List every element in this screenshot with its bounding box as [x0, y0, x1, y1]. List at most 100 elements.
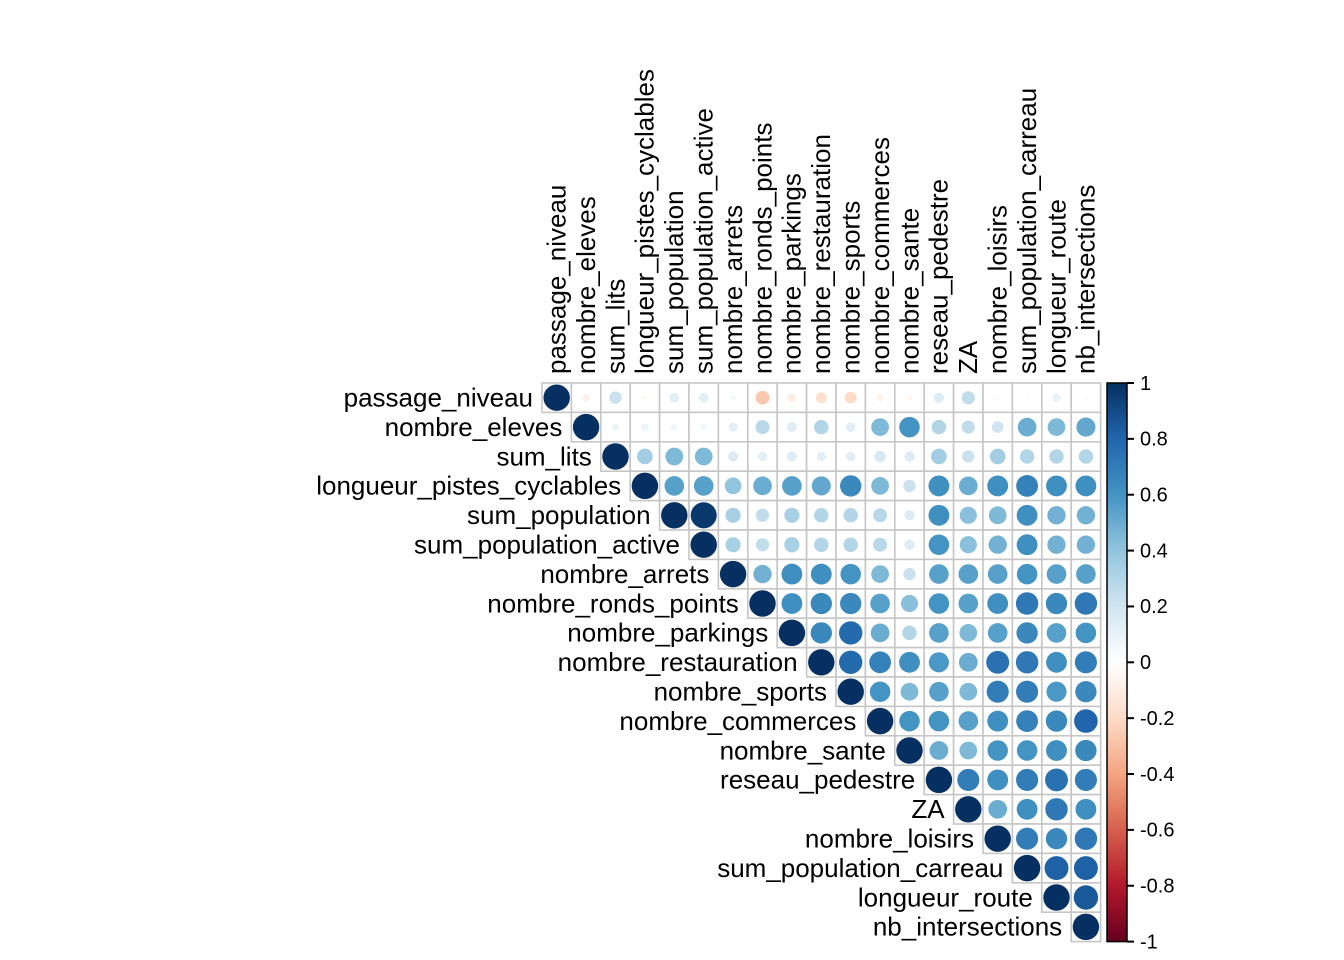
corr-dot-nombre_commerces-nb_intersections [1074, 709, 1098, 733]
corr-dot-sum_population-nombre_arrets [725, 507, 741, 523]
colorbar-tick-label: -0.6 [1140, 820, 1174, 842]
corr-dot-sum_lits-nombre_sports [845, 451, 856, 462]
corr-dot-nombre_loisirs-sum_population_carreau [1016, 827, 1039, 850]
corr-dot-nombre_arrets-nb_intersections [1076, 564, 1096, 584]
corr-dot-nombre_eleves-nombre_eleves [572, 413, 600, 441]
colorbar-tick-label: 0 [1140, 652, 1151, 674]
row-label-nombre_sports: nombre_sports [654, 677, 827, 707]
corr-dot-nombre_arrets-nombre_loisirs [987, 564, 1008, 584]
corr-dot-nombre_sante-nb_intersections [1075, 739, 1097, 762]
corr-dot-nombre_sante-nombre_sante [896, 737, 923, 764]
corr-dot-nombre_restauration-reseau_pedestre [928, 652, 949, 673]
corr-dot-nombre_sports-nombre_commerces [869, 681, 891, 702]
corr-dot-sum_lits-sum_population_carreau [1019, 449, 1035, 464]
corr-dot-passage_niveau-nombre_arrets [730, 394, 737, 401]
corr-dot-sum_population_active-nb_intersections [1076, 535, 1096, 554]
col-label-nombre_restauration: nombre_restauration [806, 134, 836, 374]
colorbar-tick-label: 0.2 [1140, 596, 1168, 618]
corr-dot-nombre_sports-nombre_sante [900, 682, 919, 701]
colorbar-tick-label: -0.2 [1140, 708, 1174, 730]
corr-dot-sum_lits-nombre_parkings [786, 451, 798, 462]
corr-dot-sum_population_active-reseau_pedestre [928, 534, 950, 555]
corr-dot-sum_population-nombre_loisirs [988, 506, 1007, 525]
corr-dot-passage_niveau-longueur_route [1052, 393, 1061, 402]
corr-dot-passage_niveau-nombre_loisirs [995, 395, 1000, 400]
colorbar-tick-label: -0.4 [1140, 764, 1174, 786]
corr-dot-longueur_pistes_cyclables-nombre_restauration [811, 476, 831, 496]
row-label-nombre_loisirs: nombre_loisirs [805, 824, 974, 854]
row-label-nb_intersections: nb_intersections [873, 912, 1062, 942]
corr-dot-nombre_arrets-nombre_commerces [871, 565, 889, 583]
corr-dot-passage_niveau-nombre_sports [844, 391, 857, 404]
corr-dot-passage_niveau-nombre_sante [906, 394, 913, 401]
corr-dot-nombre_parkings-nombre_parkings [778, 619, 806, 647]
corr-dot-sum_population_active-ZA [959, 536, 977, 554]
col-label-sum_population: sum_population [659, 190, 689, 374]
corr-dot-longueur_route-nb_intersections [1073, 885, 1099, 910]
row-label-nombre_sante: nombre_sante [720, 735, 886, 765]
corr-dot-sum_population_active-nombre_ronds_points [755, 538, 770, 552]
corr-dot-nombre_parkings-nombre_loisirs [987, 623, 1008, 643]
corr-dot-sum_population_carreau-sum_population_carreau [1013, 854, 1041, 882]
corr-dot-nombre_arrets-nombre_arrets [719, 560, 747, 588]
corr-dot-passage_niveau-ZA [961, 391, 975, 405]
corr-dot-nombre_commerces-longueur_route [1045, 710, 1068, 732]
colorbar-tick-label: 0.8 [1140, 429, 1168, 451]
corr-dot-sum_population_active-nombre_commerces [873, 537, 888, 552]
corr-dot-nombre_commerces-nombre_commerces [866, 707, 894, 735]
corr-dot-sum_lits-nombre_ronds_points [757, 451, 768, 462]
corr-dot-sum_population-sum_population [661, 502, 688, 529]
col-label-reseau_pedestre: reseau_pedestre [924, 179, 954, 374]
corr-dot-nombre_arrets-nombre_parkings [781, 563, 803, 585]
corr-dot-sum_population_carreau-nb_intersections [1073, 856, 1098, 881]
corr-dot-nombre_ronds_points-sum_population_carreau [1015, 592, 1039, 615]
corr-dot-nombre_eleves-longueur_route [1047, 418, 1066, 436]
corr-dot-nombre_parkings-nombre_restauration [810, 622, 832, 644]
corr-dot-ZA-sum_population_carreau [1016, 798, 1038, 820]
corr-dot-sum_lits-nombre_commerces [874, 450, 886, 463]
corr-dot-passage_niveau-reseau_pedestre [933, 392, 945, 403]
corr-dot-passage_niveau-nombre_commerces [876, 394, 884, 402]
corr-dot-nombre_eleves-nombre_sante [899, 416, 920, 438]
corr-dot-longueur_pistes_cyclables-ZA [958, 476, 978, 496]
corr-dot-sum_population-nb_intersections [1076, 506, 1096, 525]
col-label-nombre_arrets: nombre_arrets [718, 205, 748, 374]
corr-dot-sum_lits-sum_population [665, 447, 684, 466]
colorbar-tick-label: 0.4 [1140, 540, 1168, 562]
corr-cell [746, 382, 778, 414]
col-label-sum_lits: sum_lits [600, 279, 630, 374]
corr-dot-nombre_eleves-nombre_parkings [786, 422, 797, 433]
colorbar [1106, 382, 1128, 943]
corr-dot-longueur_pistes_cyclables-nombre_sports [840, 475, 862, 497]
corr-dot-passage_niveau-nombre_ronds_points [755, 390, 770, 405]
row-label-sum_population: sum_population [467, 500, 651, 530]
corr-dot-nombre_eleves-longueur_pistes_cyclables [641, 423, 649, 431]
corr-dot-nombre_commerces-nombre_loisirs [987, 710, 1009, 732]
corr-dot-longueur_pistes_cyclables-longueur_route [1046, 475, 1067, 497]
corr-dot-reseau_pedestre-longueur_route [1045, 768, 1068, 792]
corr-dot-sum_lits-nb_intersections [1078, 449, 1094, 464]
corr-dot-passage_niveau-sum_population_carreau [1025, 395, 1029, 400]
corr-dot-passage_niveau-sum_population [669, 392, 680, 403]
corr-dot-nombre_sports-ZA [959, 682, 978, 701]
row-label-sum_lits: sum_lits [496, 441, 591, 471]
corr-dot-passage_niveau-sum_lits [609, 391, 622, 404]
row-label-nombre_eleves: nombre_eleves [385, 412, 563, 442]
corr-dot-nombre_restauration-nombre_commerces [869, 651, 892, 674]
corr-dot-reseau_pedestre-sum_population_carreau [1016, 768, 1039, 791]
corr-dot-sum_population_active-nombre_parkings [784, 537, 800, 553]
corr-dot-sum_population_active-nombre_sports [843, 537, 858, 552]
corr-dot-sum_lits-nombre_sante [904, 451, 915, 462]
corr-dot-nombre_ronds_points-nombre_parkings [781, 593, 803, 614]
corr-dot-nombre_arrets-nombre_restauration [810, 563, 832, 585]
corr-cell [1070, 529, 1102, 561]
corr-dot-sum_population-longueur_route [1047, 506, 1066, 525]
corr-dot-nombre_commerces-nombre_sante [899, 710, 920, 732]
row-label-longueur_route: longueur_route [858, 882, 1033, 912]
corr-dot-sum_population-nombre_sante [904, 510, 915, 521]
corr-dot-nombre_loisirs-nombre_loisirs [984, 825, 1011, 852]
corr-dot-sum_lits-longueur_pistes_cyclables [637, 448, 653, 465]
corr-dot-nombre_arrets-longueur_route [1046, 564, 1067, 584]
corr-dot-sum_population-nombre_commerces [873, 508, 888, 523]
